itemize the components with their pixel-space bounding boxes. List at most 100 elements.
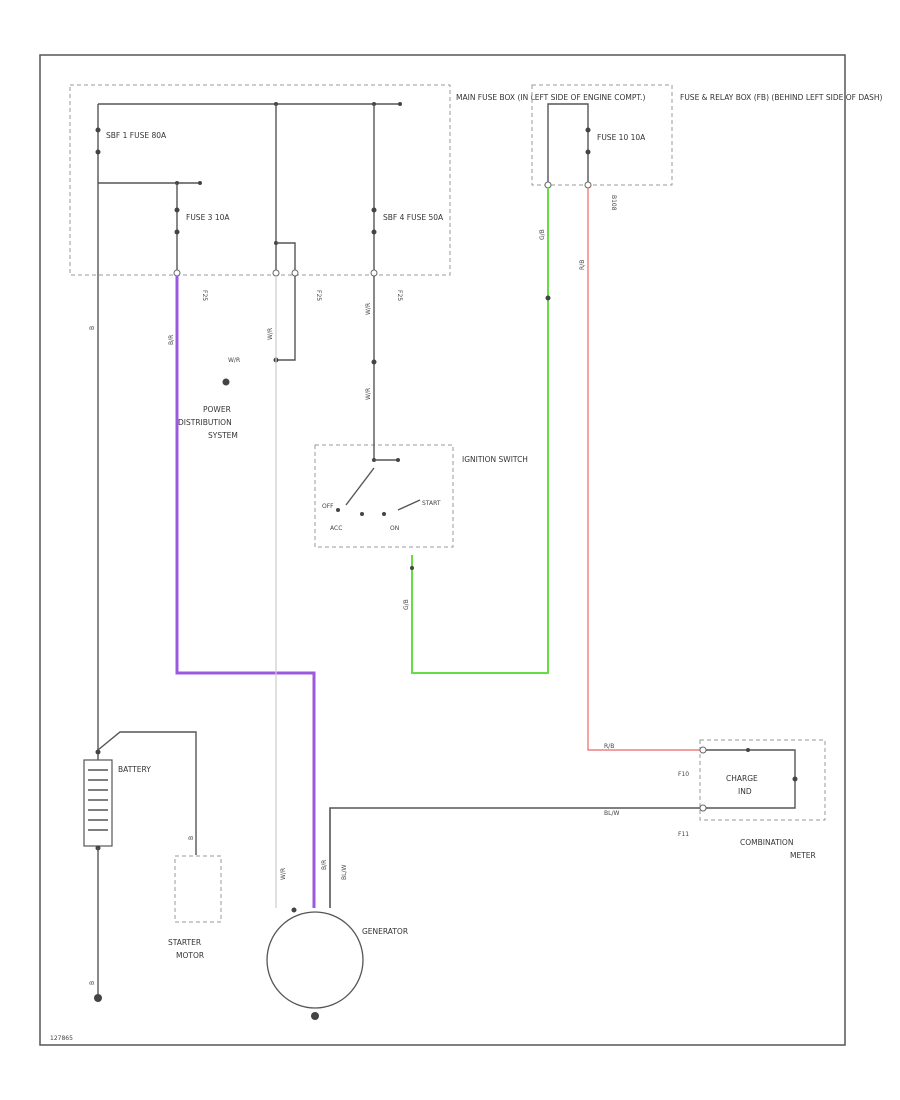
starter-motor-label-2: MOTOR xyxy=(176,951,204,960)
ign-acc-label: ACC xyxy=(330,525,342,532)
red-wire xyxy=(587,188,700,751)
purple-wire xyxy=(175,276,316,908)
sbf4-label: SBF 4 FUSE 50A xyxy=(383,213,444,222)
purple-wire-label: B/R xyxy=(168,335,175,345)
connector-f25-b: F25 xyxy=(315,290,322,301)
ign-branch-dot xyxy=(396,458,400,462)
svg-text:MAIN FUSE BOX (IN LEFT SIDE OF: MAIN FUSE BOX (IN LEFT SIDE OF ENGINE CO… xyxy=(456,93,645,102)
pds-ground-dot xyxy=(222,378,230,386)
outer-frame xyxy=(39,54,846,1046)
battery-body xyxy=(83,759,113,847)
blw-wire xyxy=(329,807,700,908)
gen-br-label: B/R xyxy=(321,860,328,870)
ign-contact-off xyxy=(336,508,340,512)
battery-positive-terminal xyxy=(95,749,101,755)
gen-blw-label: BL/W xyxy=(341,865,348,880)
sbf1-fuse-bottom xyxy=(95,149,101,155)
pds-label-1: POWER xyxy=(203,405,231,414)
pin-f10 xyxy=(699,746,707,754)
green-wire-label-1: G/B xyxy=(539,229,546,240)
green-wire-label-2: G/B xyxy=(403,599,410,610)
ign-feed-label-1: W/R xyxy=(365,303,372,315)
battery-wire-label: B xyxy=(89,326,96,330)
pin-sbf4 xyxy=(370,269,378,277)
main-fuse-box-label: MAIN FUSE BOX (IN LEFT SIDE OF ENGINE CO… xyxy=(456,93,645,102)
bus-end-dot xyxy=(398,102,402,106)
sbf1-fuse-top xyxy=(95,127,101,133)
fuse-relay-box: FUSE & RELAY BOX (FB) (BEHIND LEFT SIDE … xyxy=(531,84,883,211)
starter-motor: STARTER MOTOR xyxy=(168,855,222,960)
main-fuse-box-outline xyxy=(69,84,451,276)
starter-wire-label: B xyxy=(188,836,195,840)
wr-wire-label-1: W/R xyxy=(267,328,274,340)
battery-starter-wire xyxy=(97,731,197,855)
battery-ground-dot xyxy=(94,994,102,1002)
pds-label-2: DISTRIBUTION xyxy=(178,418,232,427)
sbf4-top xyxy=(371,207,377,213)
starter-motor-label-1: STARTER xyxy=(168,938,201,947)
ign-output-dot xyxy=(410,566,414,570)
connector-f10: F10 xyxy=(678,771,689,778)
pin-fuse3 xyxy=(173,269,181,277)
charge-ind-label-1: CHARGE xyxy=(726,774,758,783)
combination-meter-label-1: COMBINATION xyxy=(740,838,793,847)
pds-label-3: SYSTEM xyxy=(208,431,238,440)
starter-motor-outline xyxy=(174,855,222,923)
ign-on-label: ON xyxy=(390,525,399,532)
generator-ground xyxy=(311,1012,319,1020)
green-wire-splice xyxy=(545,295,551,301)
ign-feed-splice xyxy=(371,359,377,365)
sbf1-branch-dot xyxy=(198,181,202,185)
red-wire-label-1: R/B xyxy=(579,260,586,270)
generator: GENERATOR xyxy=(266,907,408,1020)
figure-id: 127865 xyxy=(50,1035,73,1042)
combination-meter-label-2: METER xyxy=(790,851,816,860)
ignition-switch: IGNITION SWITCH OFF ACC ON START W/R W/R xyxy=(314,276,528,548)
pds-wire xyxy=(276,276,296,361)
middle-feed-branch xyxy=(276,242,296,270)
fuse10-label: FUSE 10 10A xyxy=(597,133,646,142)
pin-middle-b xyxy=(291,269,299,277)
ign-start-label: START xyxy=(422,500,441,507)
charge-ind-label-2: IND xyxy=(738,787,752,796)
main-fuse-box: MAIN FUSE BOX (IN LEFT SIDE OF ENGINE CO… xyxy=(69,84,645,301)
wr-wire-label-2: W/R xyxy=(280,868,287,880)
pin-middle-a xyxy=(272,269,280,277)
sbf4-bottom xyxy=(371,229,377,235)
battery-ground-label: B xyxy=(89,981,96,985)
ign-start-blade xyxy=(397,499,421,511)
charge-ind-lamp xyxy=(792,776,798,782)
combination-meter-outline xyxy=(699,739,826,821)
sbf1-label: SBF 1 FUSE 80A xyxy=(106,131,167,140)
fuse-relay-box-outline xyxy=(531,84,673,186)
connector-b108: B108 xyxy=(610,195,617,211)
red-wire-label-2: R/B xyxy=(604,743,614,750)
fuse-relay-box-label: FUSE & RELAY BOX (FB) (BEHIND LEFT SIDE … xyxy=(680,93,883,102)
ign-off-label: OFF xyxy=(322,503,334,510)
ignition-switch-outline xyxy=(314,444,454,548)
connector-f11: F11 xyxy=(678,831,689,838)
pin-f11 xyxy=(699,804,707,812)
generator-body xyxy=(266,911,364,1009)
green-wire xyxy=(411,188,549,674)
fuse10-feed xyxy=(547,103,589,185)
ign-contact-on xyxy=(382,512,386,516)
connector-f25-a: F25 xyxy=(201,290,208,301)
fuse3-top xyxy=(174,207,180,213)
combination-meter: F10 F11 CHARGE IND COMBINATION METER xyxy=(678,739,826,860)
power-distribution: W/R POWER DISTRIBUTION SYSTEM xyxy=(178,276,296,440)
ign-feed-label-2: W/R xyxy=(365,388,372,400)
pin-fuse10-green xyxy=(544,181,552,189)
fuse10-top xyxy=(585,127,591,133)
battery-label: BATTERY xyxy=(118,765,151,774)
connector-f25-c: F25 xyxy=(396,290,403,301)
ign-blade xyxy=(345,467,375,506)
generator-terminal xyxy=(291,907,297,913)
fuse3-label: FUSE 3 10A xyxy=(186,213,230,222)
ign-contact-acc xyxy=(360,512,364,516)
battery: BATTERY B B xyxy=(83,731,197,1002)
ignition-switch-label: IGNITION SWITCH xyxy=(462,455,528,464)
generator-label: GENERATOR xyxy=(362,927,408,936)
pds-wire-label: W/R xyxy=(228,357,240,364)
